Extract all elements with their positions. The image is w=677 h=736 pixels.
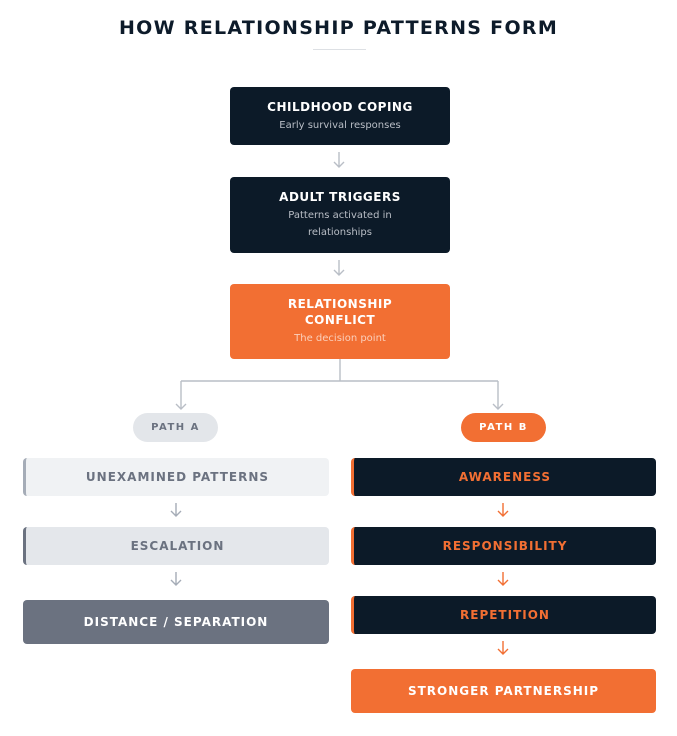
node-subtitle: The decision point: [294, 333, 386, 344]
path-b-step-stronger-partnership: STRONGER PARTNERSHIP: [351, 669, 656, 713]
node-title: RELATIONSHIP CONFLICT: [287, 297, 393, 327]
arrow-down-icon: [497, 640, 509, 656]
path-a-step-escalation: ESCALATION: [23, 527, 329, 565]
node-childhood-coping: CHILDHOOD COPING Early survival response…: [230, 87, 450, 145]
path-b-step-awareness: AWARENESS: [351, 458, 656, 496]
arrow-down-icon: [175, 403, 187, 410]
path-a-step-unexamined-patterns: UNEXAMINED PATTERNS: [23, 458, 329, 496]
title-divider: [313, 49, 366, 50]
node-subtitle: Patterns activated in relationships: [288, 210, 392, 238]
arrow-down-icon: [170, 571, 182, 587]
arrow-down-icon: [492, 403, 504, 410]
path-b-badge: PATH B: [461, 413, 546, 442]
arrow-down-icon: [333, 151, 345, 169]
path-a-step-distance-separation: DISTANCE / SEPARATION: [23, 600, 329, 644]
page-title: HOW RELATIONSHIP PATTERNS FORM: [118, 17, 559, 39]
arrow-down-icon: [333, 259, 345, 277]
node-relationship-conflict: RELATIONSHIP CONFLICT The decision point: [230, 284, 450, 359]
node-adult-triggers: ADULT TRIGGERS Patterns activated in rel…: [230, 177, 450, 253]
node-title: CHILDHOOD COPING: [267, 99, 413, 114]
path-a-badge: PATH A: [133, 413, 218, 442]
path-b-step-repetition: REPETITION: [351, 596, 656, 634]
node-subtitle: Early survival responses: [279, 119, 401, 131]
node-title: ADULT TRIGGERS: [279, 190, 401, 204]
path-b-step-responsibility: RESPONSIBILITY: [351, 527, 656, 565]
arrow-down-icon: [497, 571, 509, 587]
arrow-down-icon: [497, 502, 509, 518]
arrow-down-icon: [170, 502, 182, 518]
